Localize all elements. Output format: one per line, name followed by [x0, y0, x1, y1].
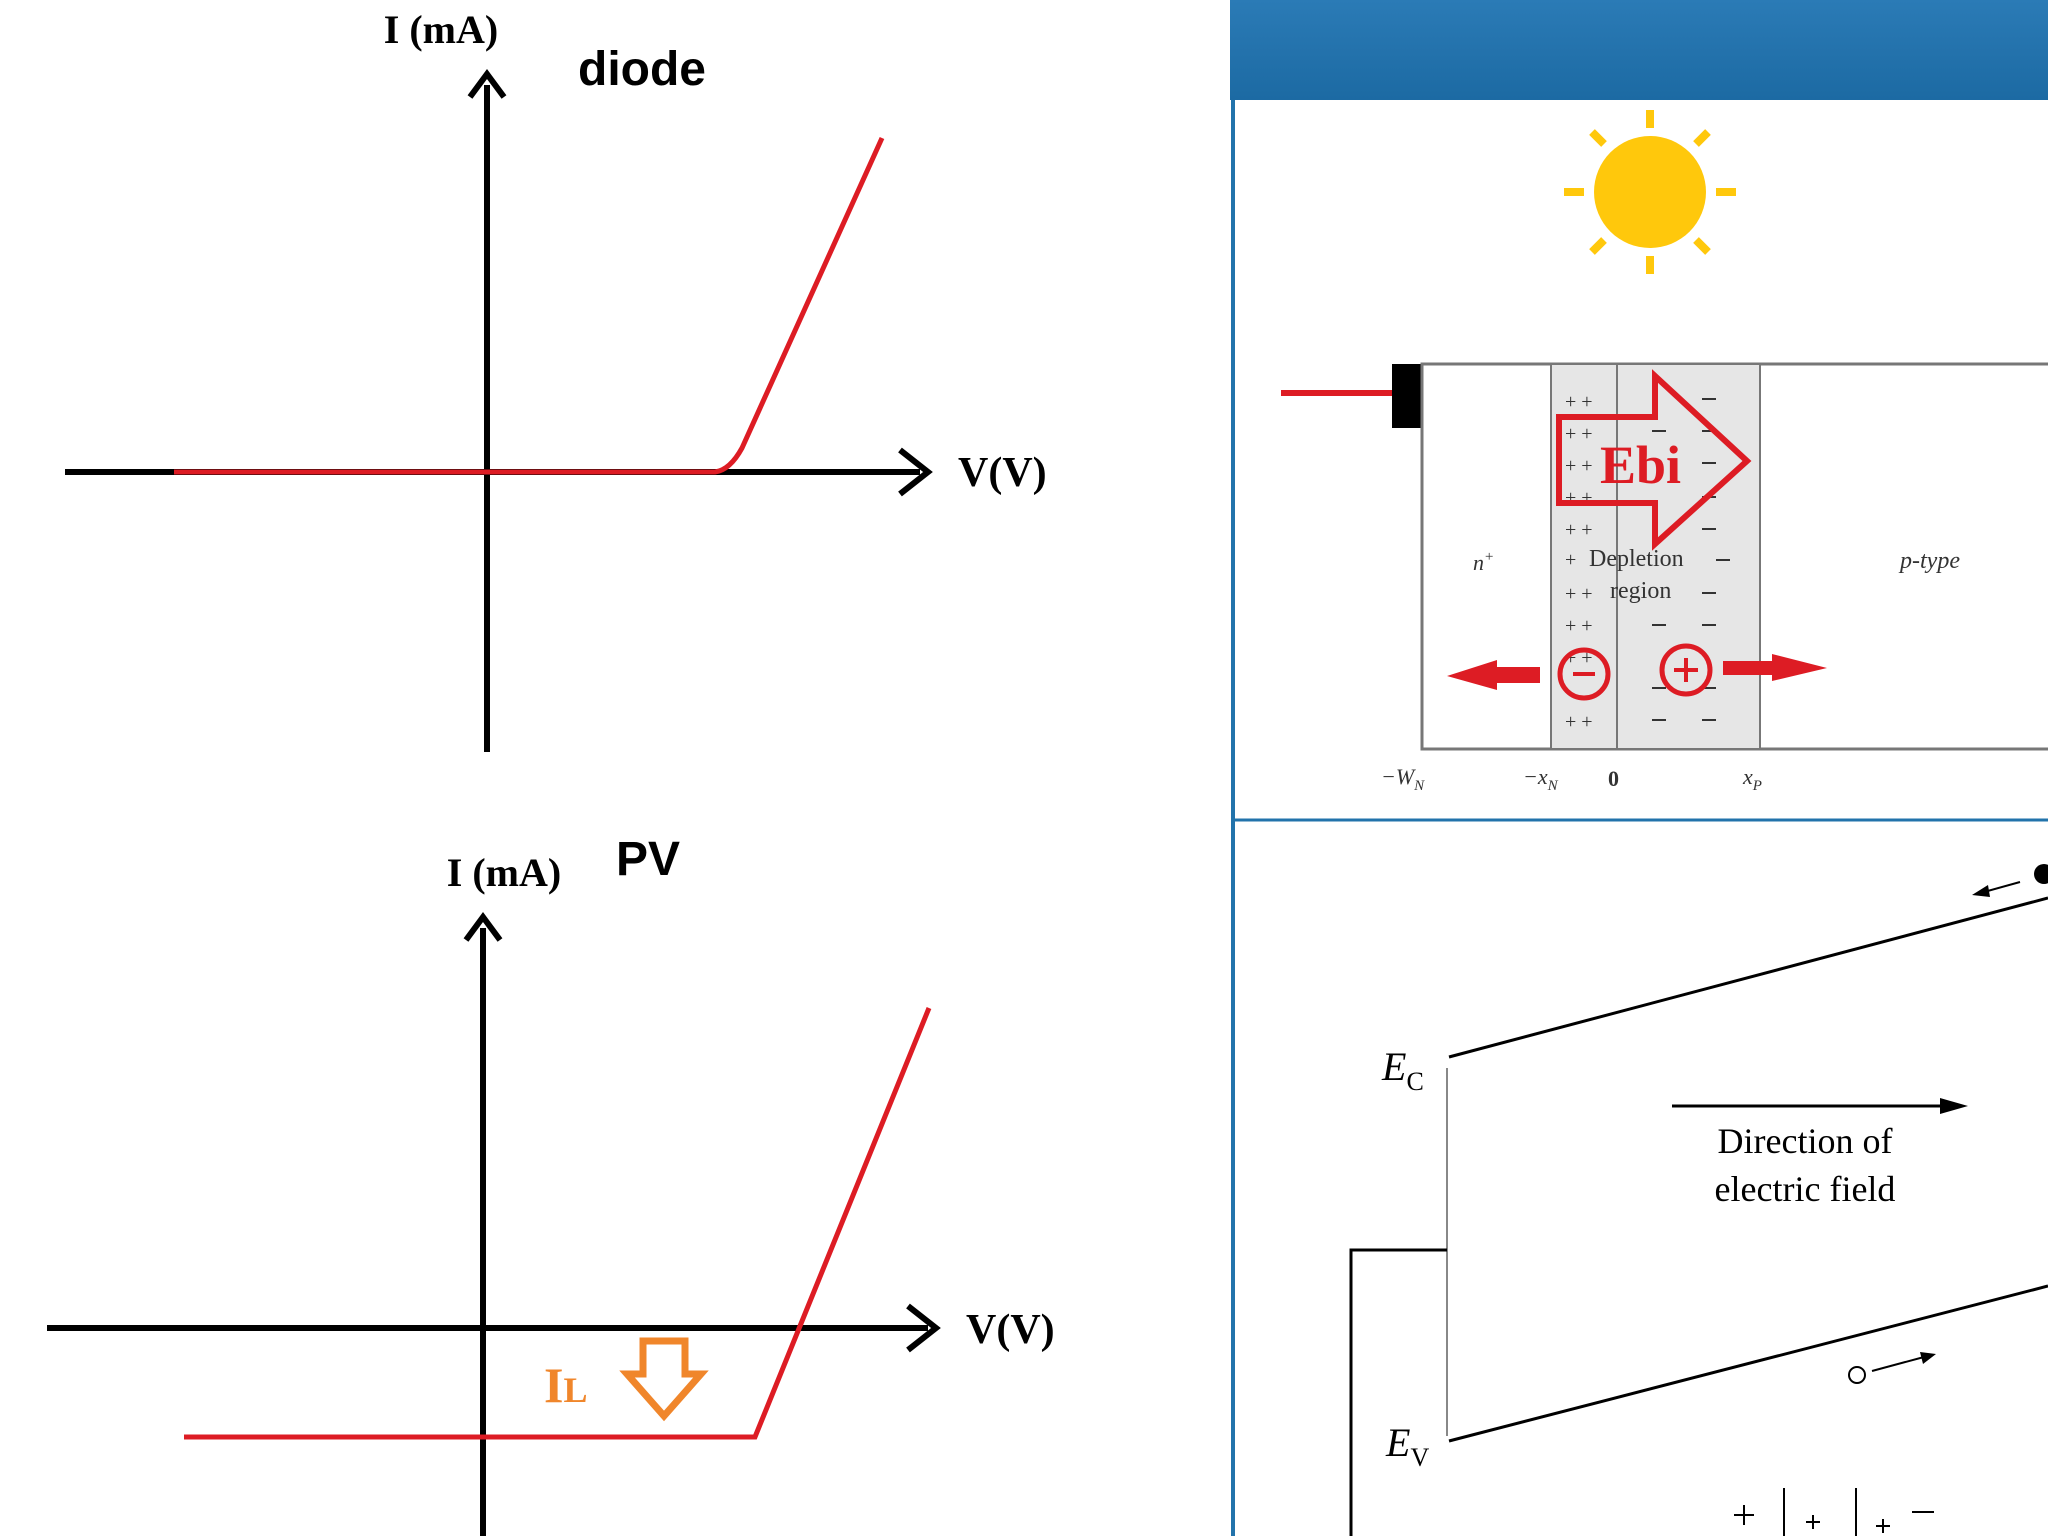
electron-carrier	[1557, 647, 1611, 701]
hole-dot	[1848, 1366, 1866, 1384]
svg-text:+ +: + +	[1565, 423, 1593, 445]
conduction-band-edge	[1448, 896, 2048, 1059]
pv-photocurrent-label: IL	[544, 1357, 587, 1413]
field-direction-label-line2: electric field	[1715, 1169, 1896, 1209]
ohmic-contact	[1392, 364, 1422, 428]
tick-xn: −xN	[1523, 764, 1559, 794]
electron-motion-arrow	[1983, 881, 2021, 893]
svg-text:+ +: + +	[1565, 583, 1593, 605]
bottom-charge-symbols	[1734, 1488, 1934, 1536]
n-region-label: n+	[1473, 549, 1494, 575]
diode-iv-plot: I (mA) diode V(V)	[65, 7, 1047, 752]
field-direction-arrowhead	[1940, 1098, 1968, 1114]
electron-drift-arrow-icon	[1447, 660, 1540, 690]
diode-y-arrowhead	[467, 68, 507, 99]
sun-icon	[1564, 110, 1736, 274]
diode-iv-curve	[174, 136, 885, 475]
svg-text:+ +: + +	[1565, 519, 1593, 541]
energy-band-diagram: EC EV Direction of electric field	[1349, 864, 2048, 1536]
built-in-field-arrow-icon	[1556, 369, 1752, 551]
pv-title: PV	[616, 833, 680, 886]
pv-y-arrowhead	[463, 911, 503, 942]
diode-y-axis-label: I (mA)	[384, 7, 498, 52]
valence-band-edge	[1448, 1284, 2048, 1443]
diode-title: diode	[578, 43, 706, 96]
contact-level	[1349, 1248, 1447, 1536]
electron-dot	[2034, 864, 2048, 884]
hole-carrier	[1659, 643, 1713, 697]
photocurrent-down-arrow-icon	[619, 1337, 709, 1422]
tick-wn: −WN	[1381, 764, 1425, 794]
pv-x-axis-label: V(V)	[966, 1307, 1055, 1353]
depletion-region	[1550, 363, 1761, 750]
svg-text:+ +: + +	[1565, 711, 1593, 733]
svg-text:+: +	[1565, 549, 1576, 571]
pv-y-axis-label: I (mA)	[447, 850, 561, 895]
diode-x-axis-label: V(V)	[958, 450, 1047, 496]
depletion-label-line2: region	[1610, 578, 1671, 604]
panel-header-bar	[1230, 0, 2048, 100]
hole-drift-arrow-icon	[1723, 654, 1827, 681]
svg-text:+ +: + +	[1565, 455, 1593, 477]
diode-x-arrowhead	[898, 447, 933, 497]
electron-motion-arrowhead	[1972, 885, 1990, 897]
pv-x-arrowhead	[906, 1303, 941, 1353]
tick-xp: xP	[1742, 764, 1762, 794]
pv-iv-plot: I (mA) PV V(V) IL	[47, 833, 1055, 1536]
field-direction-label-line1: Direction of	[1718, 1121, 1893, 1161]
depletion-label-line1: Depletion	[1589, 546, 1684, 572]
p-region-label: p-type	[1898, 548, 1960, 574]
junction-panel: + + + + + + + + + + + + + + + + + + +	[1230, 0, 2048, 1536]
ev-label: EV	[1385, 1420, 1429, 1472]
tick-zero: 0	[1608, 766, 1619, 791]
ec-label: EC	[1381, 1044, 1424, 1096]
hole-motion-arrow	[1871, 1356, 1925, 1372]
field-label-ebi: Ebi	[1600, 435, 1681, 495]
pn-junction-diagram: + + + + + + + + + + + + + + + + + + +	[1281, 362, 2048, 794]
pv-iv-curve	[184, 1007, 932, 1440]
svg-text:+ +: + +	[1565, 391, 1593, 413]
svg-text:+ +: + +	[1565, 615, 1593, 637]
hole-motion-arrowhead	[1920, 1352, 1936, 1364]
